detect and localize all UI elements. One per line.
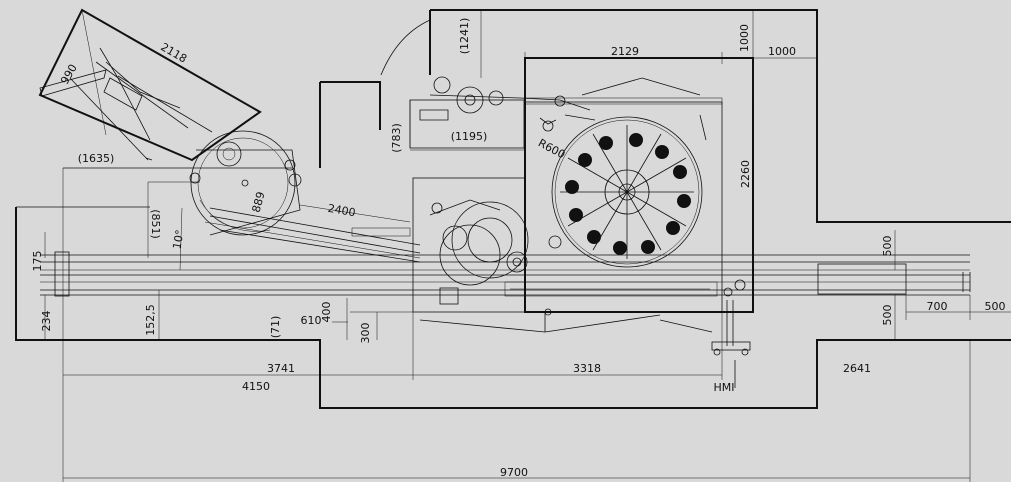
dim-889: 889 bbox=[250, 190, 268, 214]
transfer-unit bbox=[429, 199, 562, 305]
dim-610: 610 bbox=[301, 314, 322, 327]
dim-851: (851) bbox=[149, 209, 162, 239]
dim-152-5: 152,5 bbox=[144, 304, 157, 336]
dim-783: (783) bbox=[390, 123, 403, 153]
infeed-hopper bbox=[38, 8, 262, 162]
hmi-label: HMI bbox=[713, 381, 734, 394]
room-outline bbox=[15, 9, 1011, 409]
rotary-turret bbox=[539, 114, 707, 268]
dim-300: 300 bbox=[359, 323, 372, 344]
dim-2400: 2400 bbox=[327, 202, 357, 220]
dim-500-upper: 500 bbox=[881, 236, 894, 257]
dim-2129: 2129 bbox=[611, 45, 639, 58]
dim-700: 700 bbox=[927, 300, 948, 313]
dim-1000-horizontal: 1000 bbox=[768, 45, 796, 58]
dim-2260: 2260 bbox=[739, 160, 752, 188]
dim-4150: 4150 bbox=[242, 380, 270, 393]
dim-r600: R600 bbox=[536, 136, 567, 161]
dim-990: 990 bbox=[58, 62, 80, 87]
dim-175: 175 bbox=[31, 251, 44, 272]
dim-2641: 2641 bbox=[843, 362, 871, 375]
elevator-wheel bbox=[189, 130, 302, 236]
dim-9700: 9700 bbox=[500, 466, 528, 479]
dim-3741: 3741 bbox=[267, 362, 295, 375]
dim-234: 234 bbox=[40, 311, 53, 332]
dim-3318: 3318 bbox=[573, 362, 601, 375]
dim-1241: (1241) bbox=[458, 18, 471, 55]
dim-500-right: 500 bbox=[985, 300, 1006, 313]
dim-400: 400 bbox=[320, 302, 333, 323]
dim-500-lower: 500 bbox=[881, 305, 894, 326]
valve-assembly bbox=[409, 76, 591, 149]
dim-1195: (1195) bbox=[451, 130, 488, 143]
dim-1635: (1635) bbox=[78, 152, 115, 165]
lower-transfer bbox=[504, 279, 746, 316]
inclined-conveyor bbox=[179, 207, 421, 271]
hmi-pedestal bbox=[711, 300, 751, 388]
dim-1000-vertical: 1000 bbox=[738, 24, 751, 52]
dim-10-degrees: 10° bbox=[170, 229, 186, 250]
dimension-labels: 2118 990 (1635) (1241) 1000 1000 2129 (7… bbox=[31, 18, 1006, 479]
dimension-lines bbox=[44, 10, 1011, 482]
dim-71: (71) bbox=[269, 316, 282, 339]
